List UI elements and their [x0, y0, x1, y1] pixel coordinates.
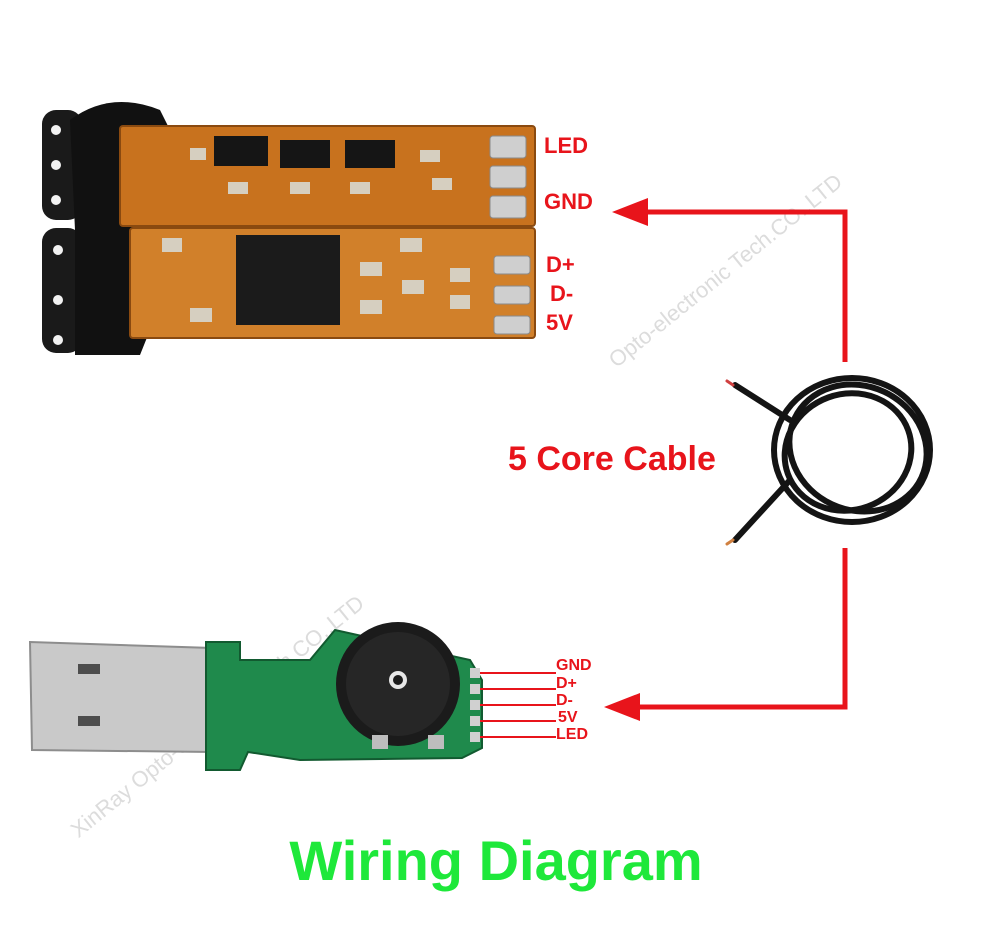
- cable-label: 5 Core Cable: [508, 440, 716, 479]
- arrow-left-icon: [612, 198, 648, 226]
- coiled-cable: [727, 362, 948, 544]
- camera-pin-label-dplus: D+: [546, 254, 575, 276]
- usb-pin-label-dminus: D-: [556, 693, 573, 709]
- usb-pin-label-dplus: D+: [556, 676, 577, 692]
- usb-pin-label-led: LED: [556, 727, 588, 743]
- camera-pin-label-dminus: D-: [550, 283, 573, 305]
- camera-pin-label-gnd: GND: [544, 191, 593, 213]
- usb-pin-label-gnd: GND: [556, 658, 592, 674]
- camera-pin-label-led: LED: [544, 135, 588, 157]
- arrow-left-icon: [604, 693, 640, 721]
- diagram-title: Wiring Diagram: [0, 828, 992, 893]
- camera-module-pcb: [42, 102, 535, 355]
- usb-pin-label-5v: 5V: [558, 710, 578, 726]
- usb-connector-board: [30, 622, 556, 770]
- camera-pin-label-5v: 5V: [546, 312, 573, 334]
